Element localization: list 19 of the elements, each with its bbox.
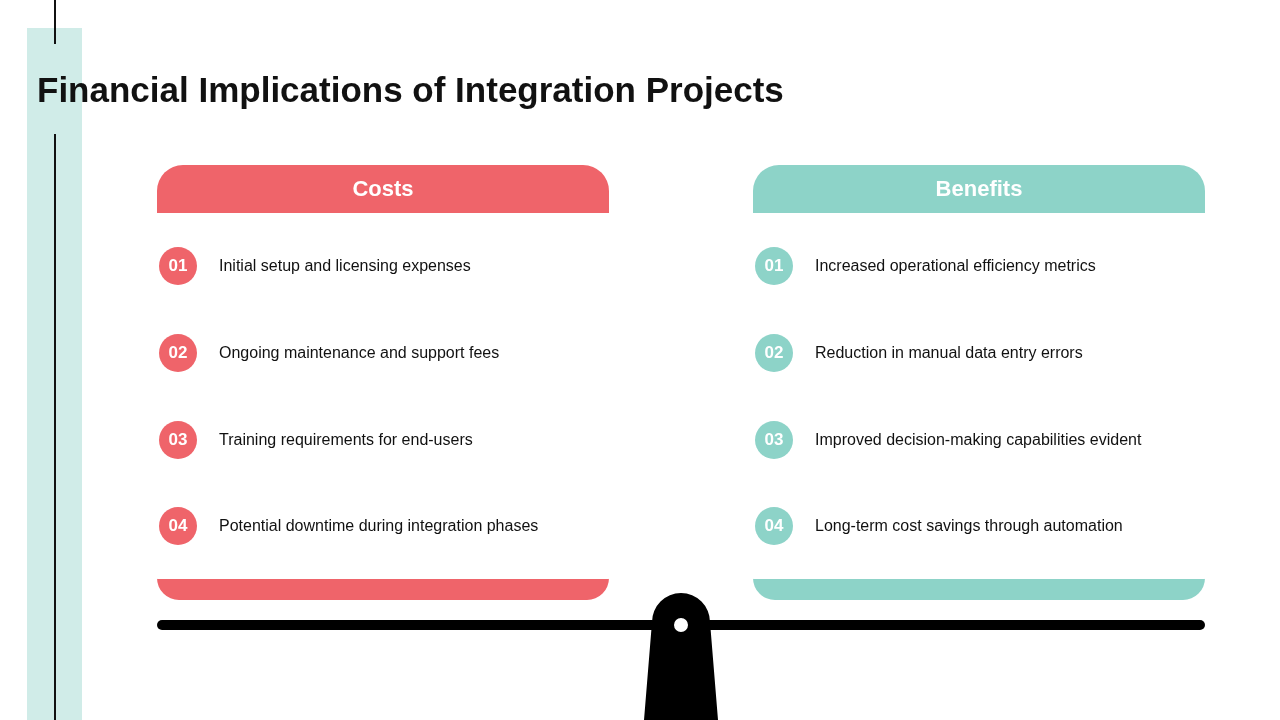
item-text: Potential downtime during integration phases xyxy=(219,516,539,536)
number-marker: 02 xyxy=(159,334,197,372)
item-text: Reduction in manual data entry errors xyxy=(815,343,1083,363)
number-marker: 03 xyxy=(159,421,197,459)
number-marker: 01 xyxy=(755,247,793,285)
item-text: Ongoing maintenance and support fees xyxy=(219,343,500,363)
number-marker: 04 xyxy=(159,507,197,545)
number-marker: 02 xyxy=(755,334,793,372)
number-marker: 04 xyxy=(755,507,793,545)
panel-header: Benefits xyxy=(753,165,1205,213)
item-text: Improved decision-making capabilities evident xyxy=(815,430,1142,450)
slide-title: Financial Implications of Integration Projects xyxy=(37,69,784,111)
item-text: Training requirements for end-users xyxy=(219,430,473,450)
item-text: Long-term cost savings through automation xyxy=(815,516,1123,536)
item-text: Initial setup and licensing expenses xyxy=(219,256,471,276)
number-marker: 01 xyxy=(159,247,197,285)
item-text: Increased operational efficiency metrics xyxy=(815,256,1096,276)
panel-header: Costs xyxy=(157,165,609,213)
number-marker: 03 xyxy=(755,421,793,459)
